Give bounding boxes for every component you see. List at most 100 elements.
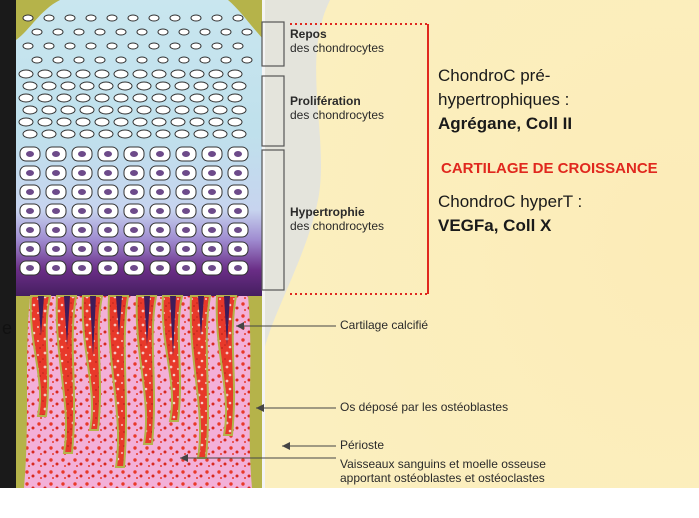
label-cartilage-calcifie: Cartilage calcifié xyxy=(340,319,428,333)
resting-chondrocyte xyxy=(212,43,222,49)
proliferative-chondrocyte xyxy=(133,118,147,126)
resting-chondrocyte xyxy=(179,57,189,63)
proliferative-chondrocyte xyxy=(76,118,90,126)
cell-nucleus xyxy=(208,170,216,176)
proliferative-chondrocyte xyxy=(194,82,208,90)
cell-nucleus xyxy=(156,151,164,157)
cell-nucleus xyxy=(182,227,190,233)
note-markers: VEGFa, Coll X xyxy=(438,214,582,238)
zone-label-hypertrophie: Hypertrophie des chondrocytes xyxy=(290,206,384,234)
proliferative-chondrocyte xyxy=(228,70,242,78)
proliferative-chondrocyte xyxy=(80,82,94,90)
proliferative-chondrocyte xyxy=(99,82,113,90)
proliferative-chondrocyte xyxy=(213,130,227,138)
proliferative-chondrocyte xyxy=(209,70,223,78)
proliferative-chondrocyte xyxy=(152,94,166,102)
zone-subtitle: des chondrocytes xyxy=(290,220,384,234)
proliferative-chondrocyte xyxy=(209,94,223,102)
cell-nucleus xyxy=(52,151,60,157)
resting-chondrocyte xyxy=(74,29,84,35)
cell-nucleus xyxy=(156,170,164,176)
proliferative-chondrocyte xyxy=(171,70,185,78)
resting-chondrocyte xyxy=(233,15,243,21)
cell-nucleus xyxy=(52,208,60,214)
resting-chondrocyte xyxy=(170,43,180,49)
resting-chondrocyte xyxy=(44,15,54,21)
resting-chondrocyte xyxy=(128,15,138,21)
proliferative-chondrocyte xyxy=(228,94,242,102)
proliferative-chondrocyte xyxy=(156,130,170,138)
resting-chondrocyte xyxy=(221,57,231,63)
resting-chondrocyte xyxy=(95,57,105,63)
proliferative-chondrocyte xyxy=(194,106,208,114)
proliferative-chondrocyte xyxy=(23,106,37,114)
proliferative-chondrocyte xyxy=(171,94,185,102)
zone-subtitle: des chondrocytes xyxy=(290,109,384,123)
proliferative-chondrocyte xyxy=(213,82,227,90)
proliferative-chondrocyte xyxy=(232,82,246,90)
proliferative-chondrocyte xyxy=(42,82,56,90)
resting-chondrocyte xyxy=(200,57,210,63)
cell-nucleus xyxy=(208,208,216,214)
cell-nucleus xyxy=(26,246,34,252)
proliferative-chondrocyte xyxy=(95,70,109,78)
resting-chondrocyte xyxy=(44,43,54,49)
proliferative-chondrocyte xyxy=(190,94,204,102)
proliferative-chondrocyte xyxy=(137,82,151,90)
cell-nucleus xyxy=(208,227,216,233)
proliferative-chondrocyte xyxy=(61,106,75,114)
cell-nucleus xyxy=(182,189,190,195)
proliferative-chondrocyte xyxy=(156,82,170,90)
resting-chondrocyte xyxy=(86,15,96,21)
zone-label-proliferation: Prolifération des chondrocytes xyxy=(290,95,384,123)
cell-nucleus xyxy=(234,208,242,214)
cell-nucleus xyxy=(234,265,242,271)
proliferative-chondrocyte xyxy=(99,130,113,138)
resting-chondrocyte xyxy=(128,43,138,49)
proliferative-chondrocyte xyxy=(76,70,90,78)
cell-nucleus xyxy=(130,151,138,157)
proliferative-chondrocyte xyxy=(209,118,223,126)
resting-chondrocyte xyxy=(116,57,126,63)
resting-chondrocyte xyxy=(23,15,33,21)
proliferative-chondrocyte xyxy=(19,70,33,78)
note-line: hypertrophiques : xyxy=(438,88,572,112)
cell-nucleus xyxy=(182,170,190,176)
cell-nucleus xyxy=(208,151,216,157)
growth-cartilage-title: CARTILAGE DE CROISSANCE xyxy=(441,160,658,177)
label-vaisseaux-line: Vaisseaux sanguins et moelle osseuse xyxy=(340,458,546,472)
cell-nucleus xyxy=(156,227,164,233)
resting-chondrocyte xyxy=(158,57,168,63)
label-perioste: Périoste xyxy=(340,439,384,453)
proliferative-chondrocyte xyxy=(114,70,128,78)
proliferative-chondrocyte xyxy=(137,106,151,114)
proliferative-chondrocyte xyxy=(232,130,246,138)
cell-nucleus xyxy=(234,151,242,157)
cell-nucleus xyxy=(52,227,60,233)
resting-chondrocyte xyxy=(95,29,105,35)
proliferative-chondrocyte xyxy=(38,70,52,78)
zone-title: Hypertrophie xyxy=(290,206,384,220)
proliferative-chondrocyte xyxy=(228,118,242,126)
cell-nucleus xyxy=(130,227,138,233)
cell-nucleus xyxy=(104,151,112,157)
proliferative-chondrocyte xyxy=(23,82,37,90)
proliferative-chondrocyte xyxy=(175,82,189,90)
cell-nucleus xyxy=(234,189,242,195)
proliferative-chondrocyte xyxy=(213,106,227,114)
proliferative-chondrocyte xyxy=(61,130,75,138)
proliferative-chondrocyte xyxy=(114,118,128,126)
label-vaisseaux-line: apportant ostéoblastes et ostéoclastes xyxy=(340,472,546,486)
resting-chondrocyte xyxy=(149,15,159,21)
resting-chondrocyte xyxy=(221,29,231,35)
cell-nucleus xyxy=(26,151,34,157)
proliferative-chondrocyte xyxy=(23,130,37,138)
cell-nucleus xyxy=(52,170,60,176)
proliferative-chondrocyte xyxy=(190,118,204,126)
cell-nucleus xyxy=(78,170,86,176)
cell-nucleus xyxy=(104,246,112,252)
note-hypertrophic: ChondroC hyperT : VEGFa, Coll X xyxy=(438,190,582,238)
cell-nucleus xyxy=(52,189,60,195)
proliferative-chondrocyte xyxy=(80,106,94,114)
resting-chondrocyte xyxy=(65,43,75,49)
